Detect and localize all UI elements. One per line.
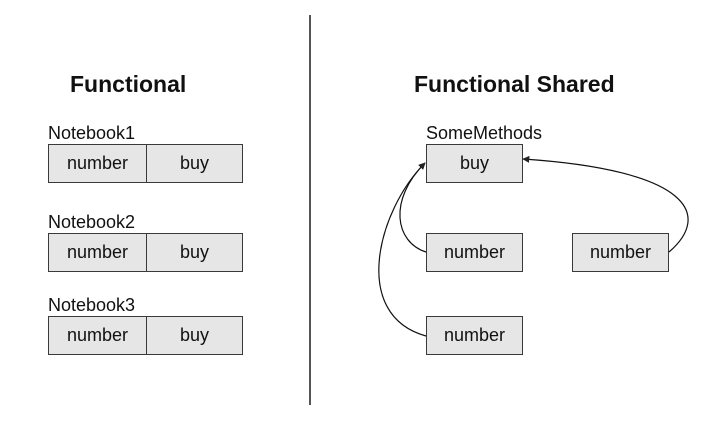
somemethods-label: SomeMethods: [426, 123, 543, 143]
instance-number-box-3: number: [426, 316, 523, 355]
instance-number-box-2: number: [572, 233, 669, 272]
notebook3-label: Notebook3: [48, 295, 136, 315]
instance-number-box-1: number: [426, 233, 523, 272]
arrow-instance1-to-buy: [399, 162, 427, 253]
somemethods-buy-cell: buy: [426, 144, 523, 183]
functional-title: Functional: [70, 71, 187, 97]
arrow-instance3-to-buy: [378, 162, 427, 337]
notebook2-number-cell: number: [48, 233, 147, 272]
functional-shared-title: Functional Shared: [414, 71, 615, 97]
section-divider: [309, 15, 311, 405]
notebook1-label: Notebook1: [48, 123, 136, 143]
notebook2-label: Notebook2: [48, 212, 136, 232]
notebook1-buy-cell: buy: [146, 144, 243, 183]
notebook1-number-cell: number: [48, 144, 147, 183]
notebook3-number-cell: number: [48, 316, 147, 355]
notebook2-buy-cell: buy: [146, 233, 243, 272]
notebook3-buy-cell: buy: [146, 316, 243, 355]
